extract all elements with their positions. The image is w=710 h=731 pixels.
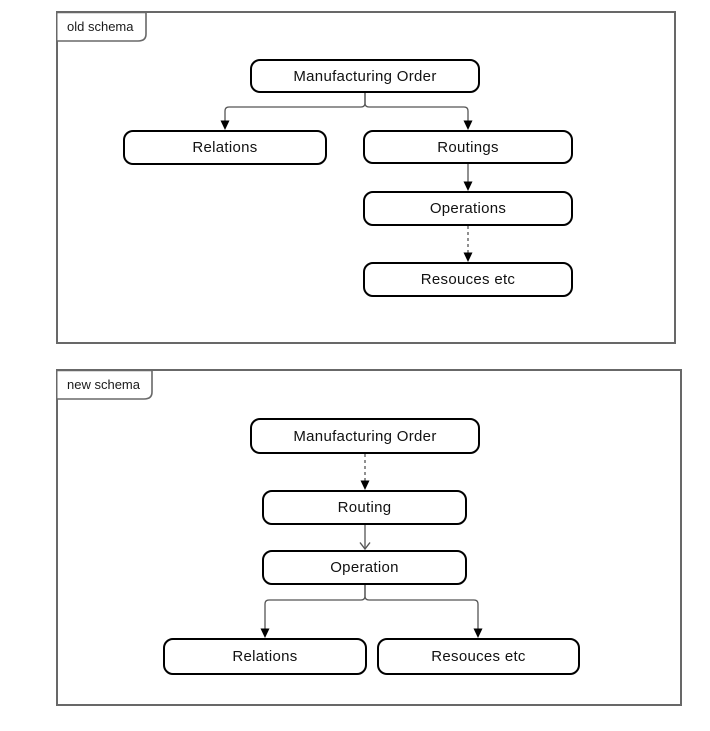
node-routing: Routing	[262, 490, 467, 525]
node-routings: Routings	[363, 130, 573, 164]
node-manufacturing-order: Manufacturing Order	[250, 418, 480, 454]
node-relations: Relations	[123, 130, 327, 165]
node-resources-etc: Resouces etc	[377, 638, 580, 675]
group-new-schema: new schema Manufacturing Order Routing O…	[56, 369, 682, 706]
edge-operation-to-resources	[364, 585, 483, 638]
group-old-schema: old schema Manufacturing Order Relations…	[56, 11, 676, 344]
arrowhead-down-icon	[463, 120, 473, 130]
arrowhead-down-icon	[473, 628, 483, 638]
edge-operations-to-resources	[463, 226, 473, 262]
arrowhead-down-icon	[463, 181, 473, 191]
edge-manufacturing-order-to-routing	[360, 454, 370, 490]
arrowhead-open-down-icon	[359, 542, 371, 551]
group-tab-shape	[57, 11, 147, 42]
edge-routings-to-operations	[463, 164, 473, 191]
edge-operation-to-relations	[260, 585, 366, 638]
node-operation: Operation	[262, 550, 467, 585]
edge-manufacturing-order-to-relations	[220, 93, 366, 130]
node-operations: Operations	[363, 191, 573, 226]
arrowhead-down-icon	[220, 120, 230, 130]
node-resources-etc: Resouces etc	[363, 262, 573, 297]
edge-manufacturing-order-to-routings	[364, 93, 473, 130]
arrowhead-down-icon	[260, 628, 270, 638]
old-schema-drawing-layer	[57, 11, 473, 262]
arrowhead-down-icon	[463, 252, 473, 262]
arrowhead-down-icon	[360, 480, 370, 490]
edge-routing-to-operation	[359, 525, 371, 551]
new-schema-drawing-layer	[57, 369, 483, 638]
group-label-old-schema: old schema	[67, 19, 134, 34]
group-tab-shape	[57, 369, 153, 400]
node-manufacturing-order: Manufacturing Order	[250, 59, 480, 93]
node-relations: Relations	[163, 638, 367, 675]
group-label-new-schema: new schema	[67, 377, 140, 392]
